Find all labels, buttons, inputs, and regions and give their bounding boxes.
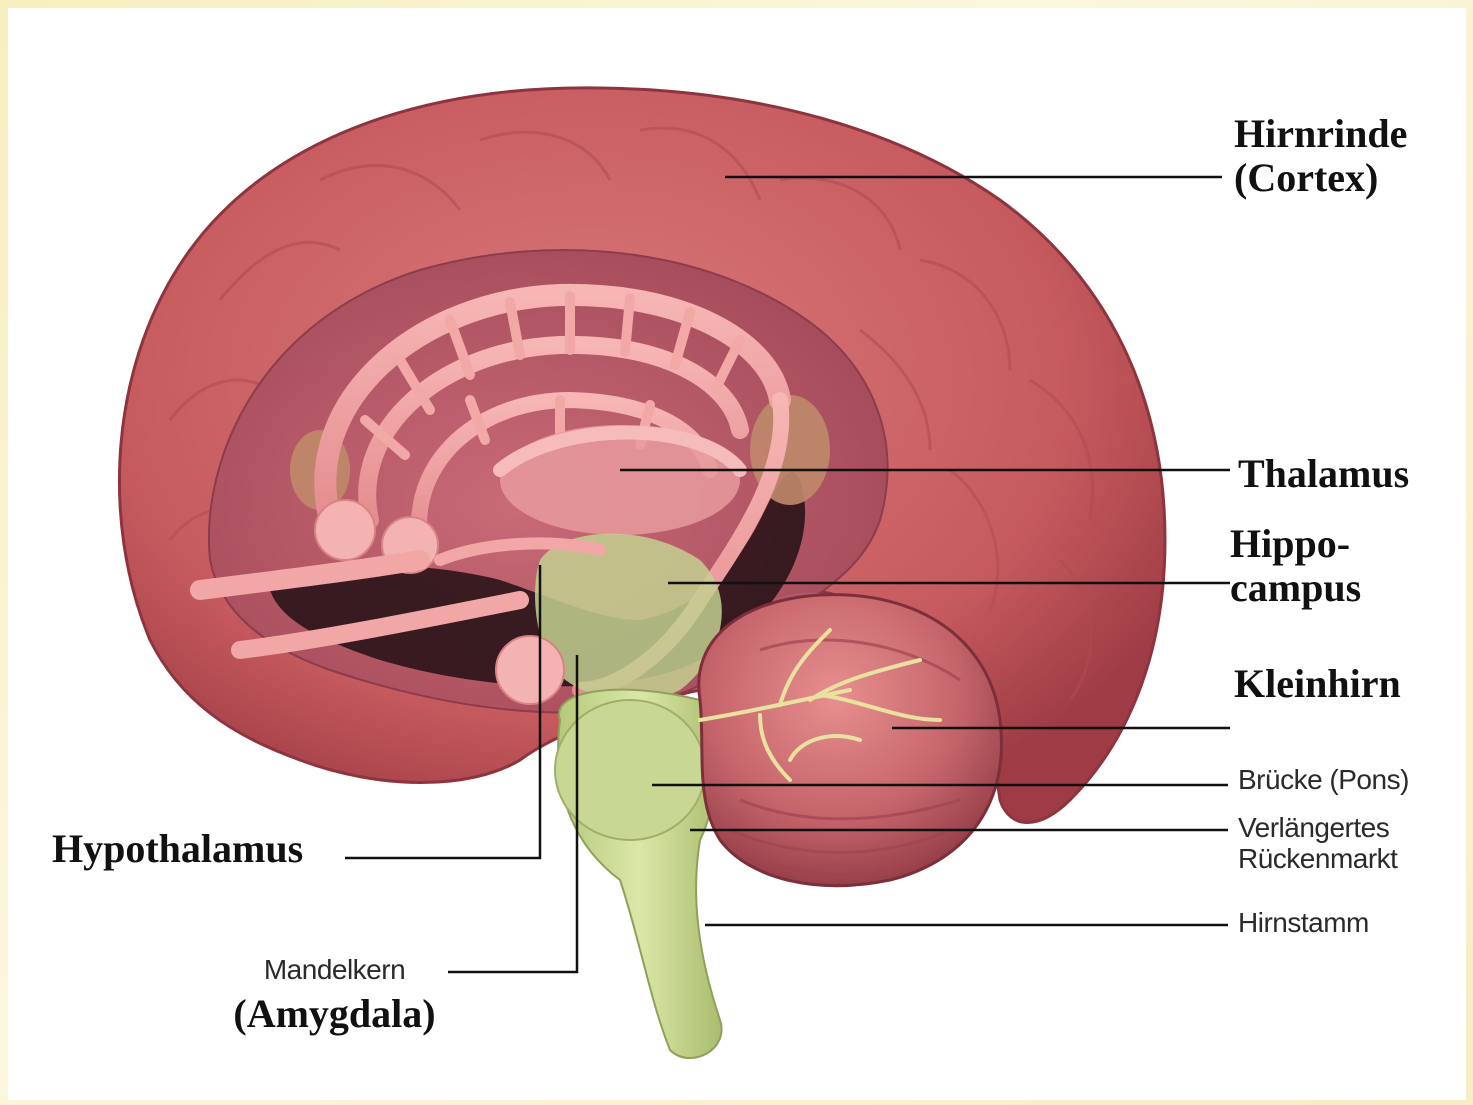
label-thalamus: Thalamus — [1238, 452, 1409, 496]
label-amygdala-line2: (Amygdala) — [222, 992, 447, 1036]
label-pons: Brücke (Pons) — [1238, 765, 1409, 796]
label-medulla: Verlängertes Rückenmarkt — [1238, 813, 1397, 875]
cerebellum-shape — [699, 595, 1002, 886]
label-cortex-line2: (Cortex) — [1234, 156, 1407, 200]
label-cortex-line1: Hirnrinde — [1234, 112, 1407, 156]
label-hippocampus-line1: Hippo- — [1230, 522, 1361, 566]
label-hypothalamus: Hypothalamus — [52, 827, 303, 871]
label-hippocampus-line2: campus — [1230, 566, 1361, 610]
label-amygdala: Mandelkern (Amygdala) — [222, 955, 447, 1036]
label-cerebellum: Kleinhirn — [1234, 662, 1401, 706]
label-cortex: Hirnrinde (Cortex) — [1234, 112, 1407, 200]
label-brainstem: Hirnstamm — [1238, 908, 1369, 939]
label-amygdala-line1: Mandelkern — [222, 955, 447, 986]
label-medulla-line1: Verlängertes — [1238, 813, 1397, 844]
label-medulla-line2: Rückenmarkt — [1238, 844, 1397, 875]
label-hippocampus: Hippo- campus — [1230, 522, 1361, 610]
